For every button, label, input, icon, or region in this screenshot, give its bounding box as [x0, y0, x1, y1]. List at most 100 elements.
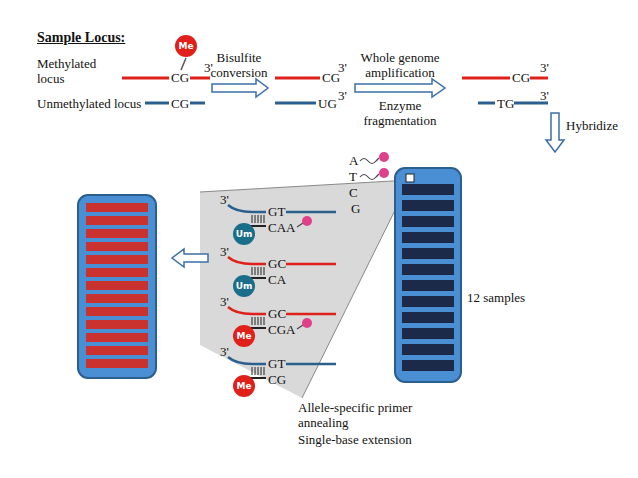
base-pair — [261, 317, 262, 325]
probe-drawings — [228, 205, 336, 378]
diagram-label: Methylated locus — [37, 56, 117, 86]
diagram-label: GT — [268, 204, 285, 219]
circle-label: Me — [174, 34, 198, 58]
diagram-label: CG — [171, 96, 189, 111]
circle-label: Me — [232, 374, 256, 398]
base-pair — [255, 367, 256, 375]
diagram-label: Enzyme fragmentation — [355, 98, 445, 128]
base-pair — [258, 317, 259, 325]
target-strand — [286, 363, 336, 366]
chip-bar — [402, 248, 454, 259]
primer — [250, 225, 266, 227]
chip-bar — [402, 344, 454, 355]
diagram-label: CG — [512, 70, 530, 85]
signal-bar — [86, 216, 148, 225]
diagram-label: 3' — [338, 88, 347, 103]
chip-bar — [402, 200, 454, 211]
circle-label: Um — [232, 222, 256, 246]
process-arrow — [172, 249, 208, 267]
signal-bar — [86, 229, 148, 238]
diagram-label: 12 samples — [467, 290, 525, 305]
diagram-label: CG — [171, 70, 189, 85]
signal-bar — [86, 203, 148, 212]
base-pair — [264, 367, 265, 375]
diagram-label: CG — [268, 372, 286, 387]
target-strand — [228, 257, 266, 264]
diagram-label: Unmethylated locus — [37, 96, 141, 111]
diagram-label: Bisulfite conversion — [203, 50, 275, 80]
diagram-label: 3' — [540, 60, 549, 75]
diagram-label: CGA — [268, 322, 295, 337]
beadchip — [395, 168, 461, 382]
base-pair — [261, 267, 262, 275]
diagram-label: C — [349, 185, 358, 200]
base-pair — [252, 317, 253, 325]
target-strand — [286, 263, 336, 266]
base-pair — [258, 367, 259, 375]
circle-fill — [233, 275, 255, 297]
diagram-label: 3' — [220, 294, 229, 309]
primer — [250, 277, 266, 279]
methylated-strand — [190, 77, 210, 80]
bead — [379, 168, 389, 178]
base-pair — [261, 367, 262, 375]
circle-fill — [233, 325, 255, 347]
chip-bar — [402, 280, 454, 291]
diagram-label: Whole genome amplification — [350, 50, 450, 80]
diagram-label: CAA — [268, 220, 295, 235]
diagram-label: 3' — [338, 60, 347, 75]
methylation-circle: Me — [232, 324, 256, 348]
primer — [250, 327, 266, 329]
bead-linker — [360, 158, 379, 164]
base-pair — [255, 215, 256, 223]
diagram-label: Single-base extension — [298, 432, 412, 447]
diagram-label: G — [351, 201, 360, 216]
signal-bar — [86, 242, 148, 251]
diagram-label: UG — [318, 96, 337, 111]
diagram-label: 3' — [220, 192, 229, 207]
signal-bar — [86, 359, 148, 368]
process-arrow — [355, 79, 445, 97]
base-pair — [264, 267, 265, 275]
base-pair — [264, 215, 265, 223]
target-strand — [286, 313, 336, 316]
chip-bar — [402, 264, 454, 275]
base-pair — [261, 215, 262, 223]
zoom-line — [200, 180, 410, 192]
circle-label: Me — [232, 324, 256, 348]
methyl-stem — [181, 58, 186, 70]
methylation-circle: Um — [232, 222, 256, 246]
chip-bar — [402, 328, 454, 339]
chip-bar — [402, 216, 454, 227]
circle-fill — [233, 223, 255, 245]
process-arrow — [546, 113, 564, 152]
diagram-label: Sample Locus: — [37, 30, 125, 45]
diagram-label: Allele-specific primer annealing — [298, 400, 433, 430]
dye-label — [302, 318, 312, 328]
base-pair — [252, 367, 253, 375]
process-arrow — [212, 79, 268, 97]
base-pair — [252, 215, 253, 223]
target-strand — [228, 357, 266, 364]
signal-bar — [86, 333, 148, 342]
zoom-wedge — [200, 180, 410, 398]
dye-label — [302, 216, 312, 226]
methylation-circle: Me — [232, 374, 256, 398]
diagram-label: A — [349, 153, 358, 168]
signal-bar — [86, 346, 148, 355]
converted-strand — [275, 102, 316, 105]
signal-bar — [86, 281, 148, 290]
chip-bar — [402, 312, 454, 323]
base-pair — [255, 267, 256, 275]
signal-bar — [86, 320, 148, 329]
diagram-label: 3' — [220, 344, 229, 359]
methylation-circle: Me — [174, 34, 198, 58]
amplified-strand — [478, 102, 495, 105]
circle-label: Um — [232, 274, 256, 298]
diagram-label: GT — [268, 356, 285, 371]
base-pair — [258, 267, 259, 275]
signal-bar — [86, 268, 148, 277]
methylated-strand — [275, 77, 320, 80]
bead-linker — [360, 174, 379, 180]
bead — [379, 152, 389, 162]
